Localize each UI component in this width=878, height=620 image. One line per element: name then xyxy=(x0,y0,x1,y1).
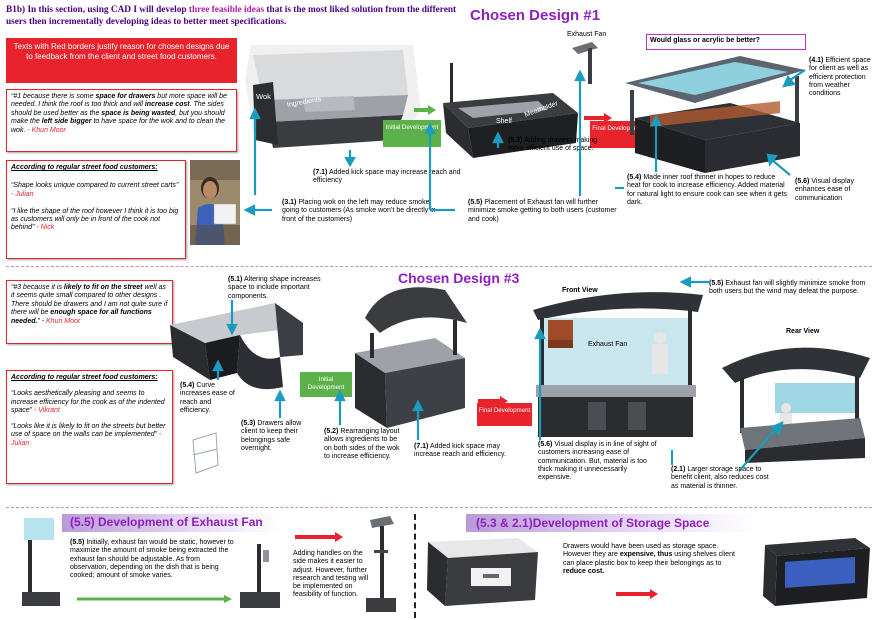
exhaust-initial-render xyxy=(18,514,63,609)
design1-final-render xyxy=(620,48,810,173)
divider-top xyxy=(6,266,872,267)
annotation-arrows-top xyxy=(243,69,806,216)
red-notice: Texts with Red borders justify reason fo… xyxy=(6,38,237,83)
initial-development-badge-3: Initial Development xyxy=(300,372,352,397)
arrow-right-red-2 xyxy=(478,393,508,406)
exhaust-title-band xyxy=(62,514,282,532)
exhaust-fan-label-3: Exhaust Fan xyxy=(588,341,628,348)
client-photo xyxy=(190,160,240,245)
customer-quotes-design3: According to regular street food custome… xyxy=(6,370,173,484)
note-5-6-design1: (5.6) Visual display enhances ease of co… xyxy=(795,178,855,202)
note-3-1: (3.1) Placing wok on the left may reduce… xyxy=(282,199,436,223)
rear-view-label: Rear View xyxy=(786,328,820,335)
note-5-5-design3: (5.5) Exhaust fan will slightly minimize… xyxy=(709,280,866,296)
label-shelf: Shelf xyxy=(496,118,512,125)
design3-front-render xyxy=(528,290,708,440)
client-quote-design3: “#3 because it is likely to fit on the s… xyxy=(6,280,173,344)
note-5-1: (5.1) Altering shape increases space to … xyxy=(228,276,321,300)
note-7-1-design1: (7.1) Added kick space may increase reac… xyxy=(313,169,461,185)
arrow-right-green xyxy=(414,102,436,115)
front-view-label: Front View xyxy=(562,287,598,294)
note-5-4-design1: (5.4) Made inner roof thinner in hopes t… xyxy=(627,174,787,206)
exhaust-adjustable-render xyxy=(235,540,285,610)
divider-bottom xyxy=(6,507,872,508)
customer-quotes-design1: According to regular street food custome… xyxy=(6,160,186,259)
note-2-1: (2.1) Larger storage space to benefit cl… xyxy=(671,466,769,490)
arrow-right-green-3 xyxy=(77,590,232,603)
bottom-vertical-divider xyxy=(414,514,416,618)
final-development-badge-3: Final Development xyxy=(477,403,532,426)
handles-text: Adding handles on the side makes it easi… xyxy=(293,550,369,599)
note-5-2: (5.2) Rearranging layout allows ingredie… xyxy=(324,428,400,460)
note-5-4-design3: (5.4) Curve increases ease of reach and … xyxy=(180,382,235,414)
glass-question-box: Would glass or acrylic be better? xyxy=(646,34,806,50)
exhaust-development-title: (5.5) Development of Exhaust Fan xyxy=(70,515,263,529)
note-5-6-design3: (5.6) Visual display is in line of sight… xyxy=(538,441,657,482)
exhaust-fan-label-1: Exhaust Fan xyxy=(567,31,607,38)
design3-mid-render xyxy=(325,278,475,433)
intro-text: B1b) In this section, using CAD I will d… xyxy=(6,5,457,27)
storage-development-title: (5.3 & 2.1)Development of Storage Space xyxy=(476,516,710,530)
design3-initial-render xyxy=(165,295,305,405)
client-quote-design1: “#1 because there is some space for draw… xyxy=(6,89,237,152)
note-5-3-design1: (5.3) Adding drawers making more efficie… xyxy=(508,137,598,153)
chosen-design-1-title: Chosen Design #1 xyxy=(470,7,601,24)
chosen-design-3-title: Chosen Design #3 xyxy=(398,270,520,286)
storage-text: Drawers would have been used as storage … xyxy=(563,543,735,575)
arrow-right-red-3 xyxy=(295,529,343,542)
storage-drawer-render xyxy=(423,530,543,610)
note-7-1-design3: (7.1) Added kick space may increase reac… xyxy=(414,443,506,459)
arrow-right-red xyxy=(584,110,612,123)
design3-rear-render xyxy=(720,338,872,463)
note-5-3-design3: (5.3) Drawers allow client to keep their… xyxy=(241,420,302,452)
storage-title-band xyxy=(466,514,756,532)
note-5-5-design1: (5.5) Placement of Exhaust fan will furt… xyxy=(468,199,617,223)
annotation-arrows-middle xyxy=(212,276,784,471)
design1-initial-render xyxy=(243,40,423,160)
exhaust-fan-render xyxy=(570,40,600,85)
shelf-rack-render xyxy=(188,425,223,480)
note-4-1: (4.1) Efficient space for client as well… xyxy=(809,57,871,98)
label-wok: Wok xyxy=(256,92,271,101)
storage-shelf-render xyxy=(755,530,873,615)
arrow-right-red-4 xyxy=(616,586,658,599)
design1-mid-render xyxy=(438,58,580,166)
exhaust-development-text: (5.5) Initially, exhaust fan would be st… xyxy=(70,539,234,580)
exhaust-handles-render xyxy=(360,510,400,615)
